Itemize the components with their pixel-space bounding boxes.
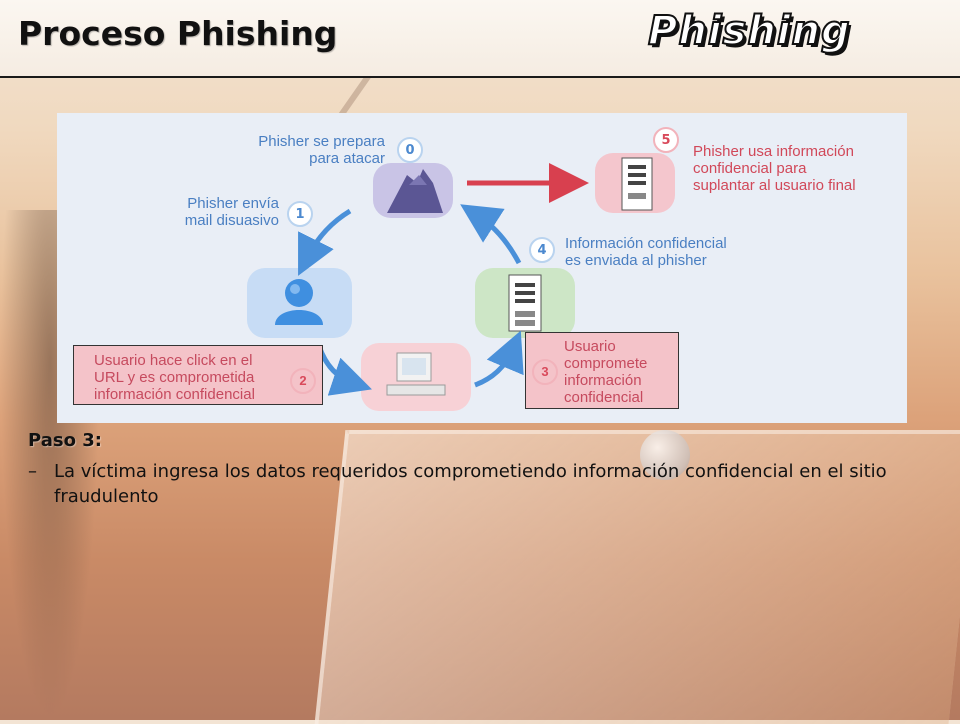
step-2-label: Usuario hace click en el URL y es compro… — [94, 352, 294, 403]
step-0-number: 0 — [397, 137, 423, 163]
step-0-line1: Phisher se prepara — [258, 133, 385, 150]
step-3-line2: compromete — [564, 355, 648, 372]
step-3-line4: confidencial — [564, 389, 644, 406]
arrow-step-4 — [460, 204, 522, 265]
step-heading: Paso 3: — [28, 430, 102, 451]
slide-header: Proceso Phishing Phishing — [0, 0, 960, 78]
slide-body: Paso 3: – La víctima ingresa los datos r… — [28, 430, 938, 509]
step-4-line2: es enviada al phisher — [565, 252, 707, 269]
step-0-label: Phisher se prepara para atacar — [207, 133, 385, 167]
step-2-line1: Usuario hace click en el — [94, 352, 253, 369]
step-4-line1: Información confidencial — [565, 235, 727, 252]
arrow-step-3 — [474, 330, 524, 388]
background-float-ball — [640, 430, 690, 480]
user-icon — [275, 279, 323, 325]
arrow-step-1 — [298, 208, 352, 276]
step-3-line3: información — [564, 372, 642, 389]
phishing-process-diagram: Phisher se prepara para atacar 0 Phisher… — [57, 113, 907, 423]
step-2-line3: información confidencial — [94, 386, 255, 403]
step-5-line2: confidencial para — [693, 160, 807, 177]
step-1-line1: Phisher envía — [187, 195, 279, 212]
step-3-number: 3 — [532, 359, 558, 385]
step-2-highlight-box: Usuario hace click en el URL y es compro… — [73, 345, 323, 405]
step-1-line2: mail disuasivo — [184, 212, 279, 229]
step-4-label: Información confidencial es enviada al p… — [565, 235, 785, 269]
fraud-server-icon — [621, 157, 653, 211]
diagram-graphics — [275, 157, 653, 396]
step-5-line3: suplantar al usuario final — [693, 177, 856, 194]
step-3-line1: Usuario — [564, 338, 616, 355]
bullet-marker: – — [28, 461, 37, 482]
slide-title: Proceso Phishing — [18, 14, 338, 53]
step-4-number: 4 — [529, 237, 555, 263]
step-5-label: Phisher usa información confidencial par… — [693, 143, 903, 194]
step-2-line2: URL y es comprometida — [94, 369, 255, 386]
arrow-step-2 — [316, 345, 372, 396]
step-5-number: 5 — [653, 127, 679, 153]
step-1-number: 1 — [287, 201, 313, 227]
server-icon — [508, 274, 542, 332]
step-0-line2: para atacar — [309, 150, 385, 167]
step-5-line1: Phisher usa información — [693, 143, 854, 160]
phishing-logo: Phishing — [647, 7, 851, 55]
hacker-icon — [387, 169, 443, 213]
step-1-label: Phisher envía mail disuasivo — [117, 195, 279, 229]
computer-icon — [386, 352, 446, 396]
bullet-text: La víctima ingresa los datos requeridos … — [54, 461, 887, 507]
step-3-label: Usuario compromete información confidenc… — [564, 338, 676, 406]
step-3-highlight-box: 3 Usuario compromete información confide… — [525, 332, 679, 409]
bullet-item: – La víctima ingresa los datos requerido… — [28, 459, 938, 509]
step-2-number: 2 — [290, 368, 316, 394]
